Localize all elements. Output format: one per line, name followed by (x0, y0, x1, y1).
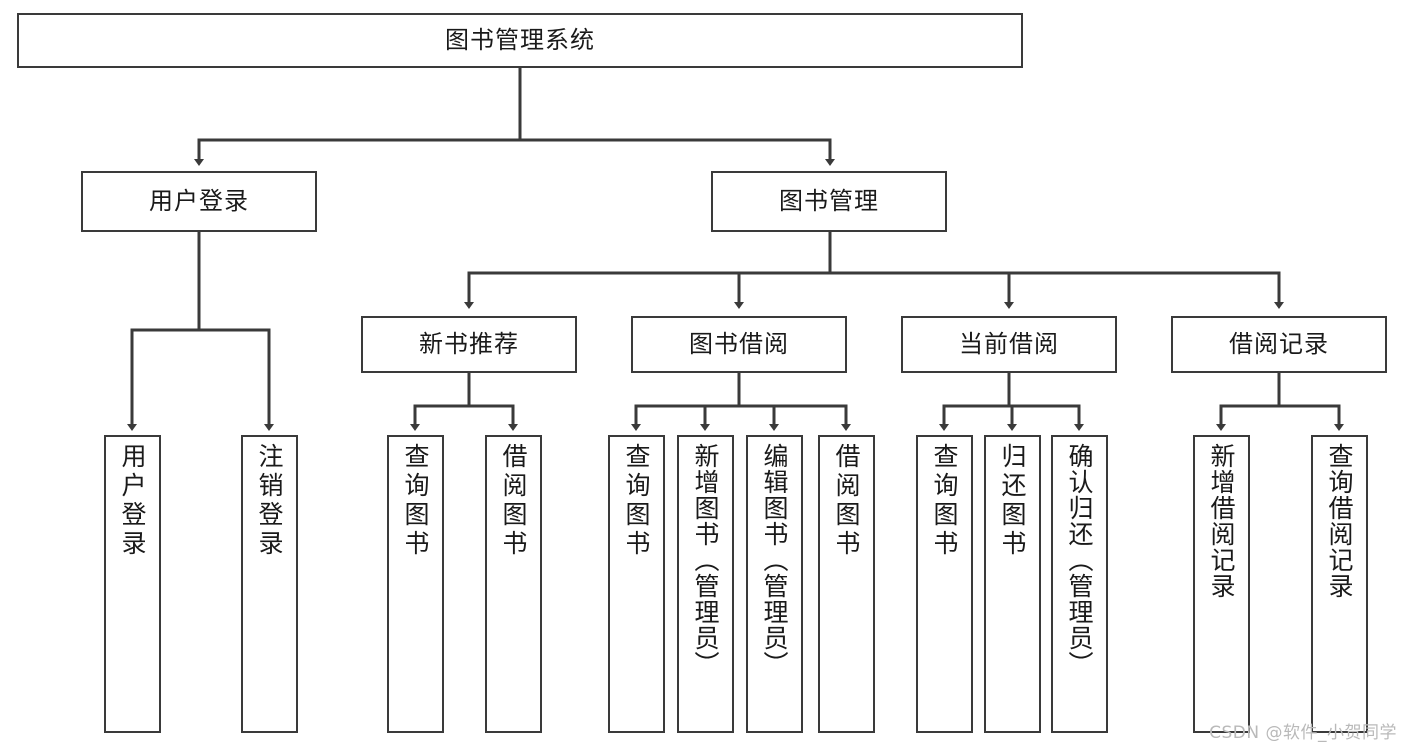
node-book-management-label: 图书管理 (779, 187, 879, 216)
node-leaf-logout[interactable]: 注销登录 (241, 435, 298, 733)
node-leaf-logout-label: 注销登录 (255, 443, 284, 559)
node-new-book-recommend[interactable]: 新书推荐 (361, 316, 577, 373)
watermark-text: CSDN @软件_小贺同学 (1209, 723, 1397, 743)
node-leaf-query-record-label: 查询借阅记录 (1325, 443, 1354, 599)
node-leaf-add-book[interactable]: 新增图书（管理员） (677, 435, 734, 733)
node-leaf-edit-book[interactable]: 编辑图书（管理员） (746, 435, 803, 733)
node-borrow-record[interactable]: 借阅记录 (1171, 316, 1387, 373)
node-leaf-query-book-3-label: 查询图书 (930, 443, 959, 559)
node-leaf-query-book-1[interactable]: 查询图书 (387, 435, 444, 733)
node-user-login[interactable]: 用户登录 (81, 171, 317, 232)
node-leaf-add-book-label: 新增图书（管理员） (691, 443, 720, 677)
node-leaf-query-book-2[interactable]: 查询图书 (608, 435, 665, 733)
node-root[interactable]: 图书管理系统 (17, 13, 1023, 68)
node-leaf-query-record[interactable]: 查询借阅记录 (1311, 435, 1368, 733)
node-leaf-edit-book-label: 编辑图书（管理员） (760, 443, 789, 677)
node-leaf-user-login[interactable]: 用户登录 (104, 435, 161, 733)
node-book-borrow[interactable]: 图书借阅 (631, 316, 847, 373)
node-book-borrow-label: 图书借阅 (689, 330, 789, 359)
node-leaf-borrow-book-2[interactable]: 借阅图书 (818, 435, 875, 733)
node-leaf-query-book-1-label: 查询图书 (401, 443, 430, 559)
node-root-label: 图书管理系统 (445, 26, 595, 55)
node-current-borrow-label: 当前借阅 (959, 330, 1059, 359)
node-leaf-borrow-book-1-label: 借阅图书 (499, 443, 528, 559)
node-leaf-query-book-3[interactable]: 查询图书 (916, 435, 973, 733)
node-user-login-label: 用户登录 (149, 187, 249, 216)
node-book-management[interactable]: 图书管理 (711, 171, 947, 232)
node-current-borrow[interactable]: 当前借阅 (901, 316, 1117, 373)
node-leaf-confirm-return[interactable]: 确认归还（管理员） (1051, 435, 1108, 733)
node-leaf-return-book[interactable]: 归还图书 (984, 435, 1041, 733)
node-leaf-return-book-label: 归还图书 (998, 443, 1027, 559)
node-leaf-borrow-book-1[interactable]: 借阅图书 (485, 435, 542, 733)
node-leaf-add-record-label: 新增借阅记录 (1207, 443, 1236, 599)
node-new-book-recommend-label: 新书推荐 (419, 330, 519, 359)
node-borrow-record-label: 借阅记录 (1229, 330, 1329, 359)
node-leaf-query-book-2-label: 查询图书 (622, 443, 651, 559)
node-leaf-user-login-label: 用户登录 (118, 443, 147, 559)
node-leaf-borrow-book-2-label: 借阅图书 (832, 443, 861, 559)
node-leaf-add-record[interactable]: 新增借阅记录 (1193, 435, 1250, 733)
node-leaf-confirm-return-label: 确认归还（管理员） (1065, 443, 1094, 677)
